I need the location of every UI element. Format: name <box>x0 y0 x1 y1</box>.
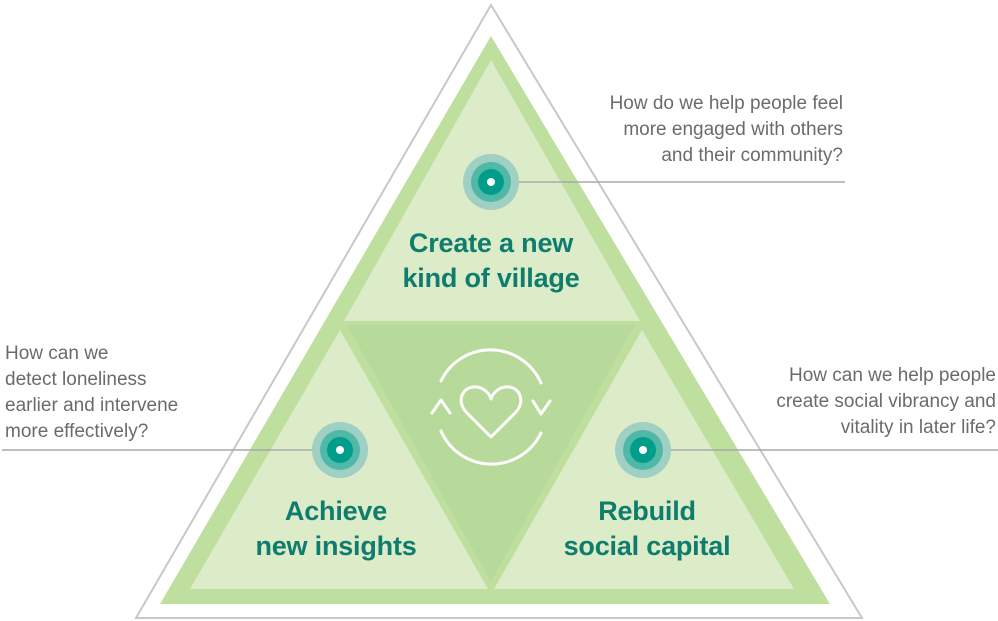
title-achieve-insights-line-2: new insights <box>255 531 417 561</box>
question-top-line-1: How do we help people feel <box>609 93 843 114</box>
title-create-village-line-2: kind of village <box>402 263 580 293</box>
question-left-line-1: How can we <box>5 343 109 364</box>
title-rebuild-capital-line-2: social capital <box>563 531 731 561</box>
title-create-village-line-1: Create a new <box>408 228 574 258</box>
title-rebuild-capital: Rebuild social capital <box>517 494 777 564</box>
question-left-line-4: more effectively? <box>5 421 149 442</box>
segment-center <box>347 325 635 582</box>
question-top: How do we help people feel more engaged … <box>610 91 843 169</box>
question-right-line-3: vitality in later life? <box>840 417 996 438</box>
marker-left <box>312 422 368 478</box>
title-achieve-insights: Achieve new insights <box>206 494 466 564</box>
title-achieve-insights-line-1: Achieve <box>284 496 388 526</box>
question-right: How can we help people create social vib… <box>776 363 996 441</box>
title-rebuild-capital-line-1: Rebuild <box>598 496 696 526</box>
marker-top <box>463 154 519 210</box>
question-left-line-3: earlier and intervene <box>5 395 179 416</box>
question-top-line-2: more engaged with others <box>623 119 843 140</box>
question-top-line-3: and their community? <box>661 145 843 166</box>
question-left: How can we detect loneliness earlier and… <box>5 341 178 445</box>
heart-cycle-icon <box>430 348 552 466</box>
marker-right <box>615 422 671 478</box>
question-left-line-2: detect loneliness <box>5 369 147 390</box>
title-create-village: Create a new kind of village <box>361 226 621 296</box>
question-right-line-1: How can we help people <box>788 365 996 386</box>
question-right-line-2: create social vibrancy and <box>776 391 996 412</box>
